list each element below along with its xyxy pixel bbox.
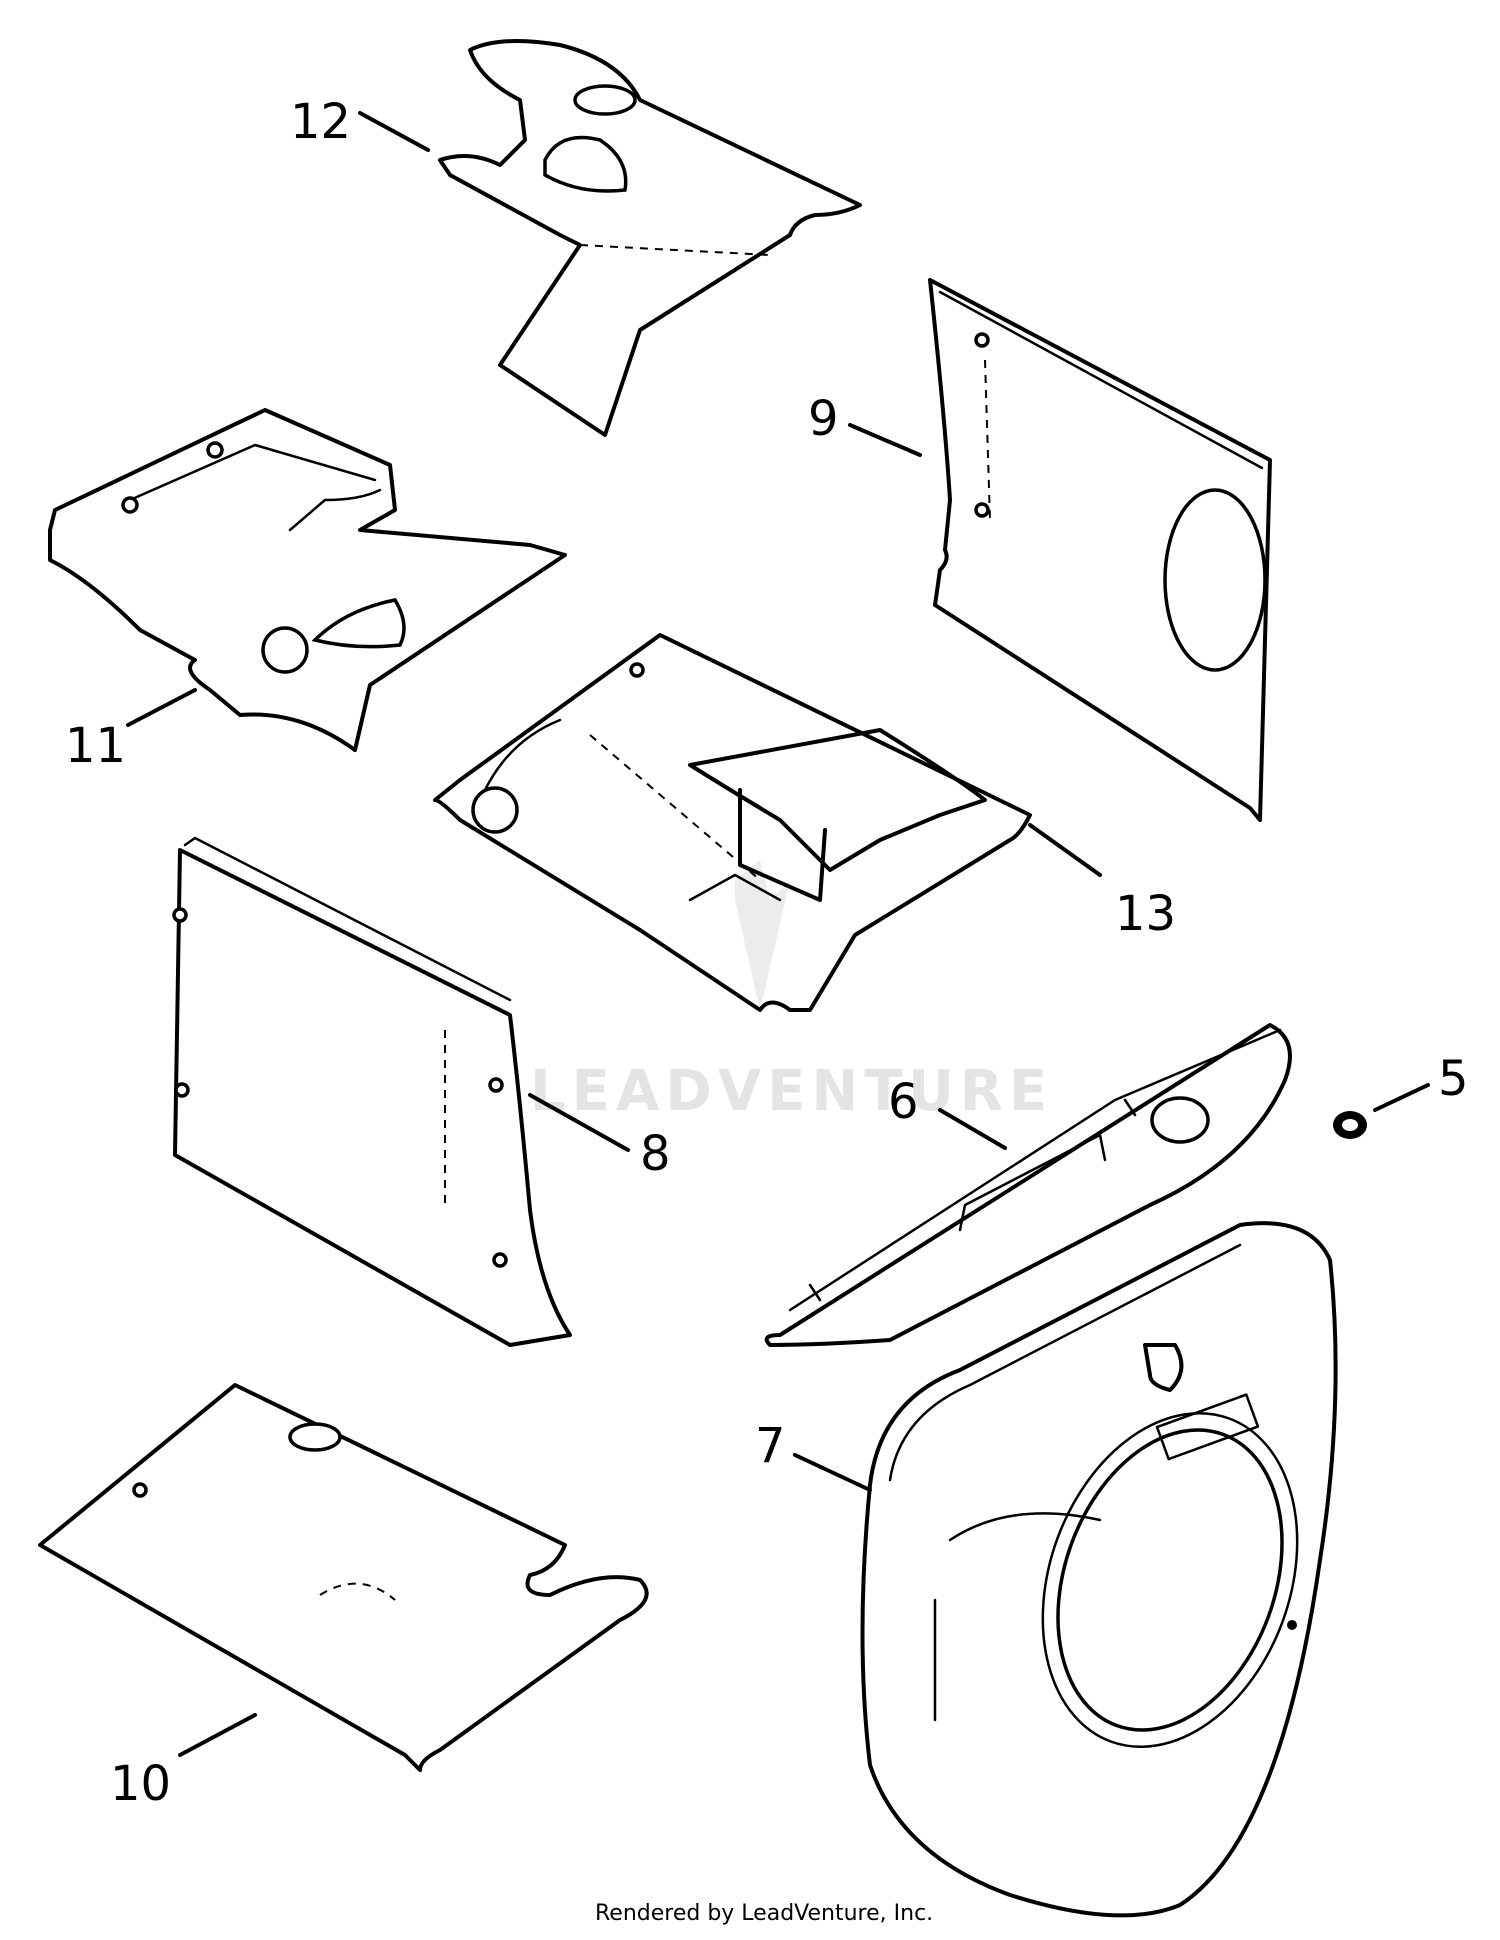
part-6-cover-strip xyxy=(764,1023,1292,1347)
callout-9: 9 xyxy=(808,391,839,447)
callout-6: 6 xyxy=(888,1074,919,1130)
leader-6 xyxy=(938,1108,1007,1150)
part-13-base xyxy=(433,633,1032,1012)
part-8-front-panel xyxy=(172,836,572,1347)
leader-11 xyxy=(126,688,197,727)
part-10-bottom-plate xyxy=(38,1383,649,1772)
leader-5 xyxy=(1373,1083,1430,1112)
leader-12 xyxy=(358,111,430,152)
part-7-blower-housing xyxy=(860,1221,1338,1918)
leader-lines xyxy=(126,111,1430,1757)
footer-credit: Rendered by LeadVenture, Inc. xyxy=(595,1901,933,1926)
callout-7: 7 xyxy=(755,1418,786,1474)
watermark: LEADVENTURE xyxy=(530,860,1053,1124)
callout-13: 13 xyxy=(1115,886,1176,942)
leader-10 xyxy=(178,1713,257,1757)
callout-5: 5 xyxy=(1438,1051,1469,1107)
watermark-text: LEADVENTURE xyxy=(530,1059,1053,1124)
part-12-shroud xyxy=(438,39,862,437)
leader-8 xyxy=(528,1093,630,1152)
callouts: 12 9 11 13 8 6 5 7 10 xyxy=(65,94,1469,1812)
part-9-side-panel xyxy=(928,278,1272,822)
leader-13 xyxy=(1028,823,1102,877)
callout-8: 8 xyxy=(640,1126,671,1182)
callout-10: 10 xyxy=(110,1756,171,1812)
leader-7 xyxy=(793,1453,872,1492)
part-5-clip xyxy=(1333,1111,1367,1139)
callout-11: 11 xyxy=(65,718,126,774)
leader-9 xyxy=(848,423,922,457)
callout-12: 12 xyxy=(290,94,351,150)
part-11-shroud xyxy=(48,408,567,752)
